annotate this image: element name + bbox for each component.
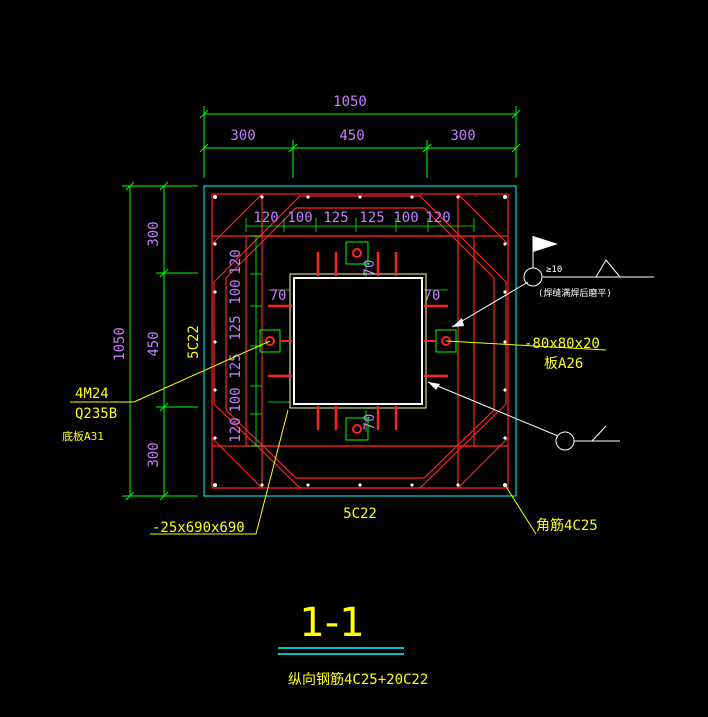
- left-dim-1: 300: [146, 221, 162, 246]
- stirrups: [211, 193, 509, 489]
- gap-dim-left: 70: [270, 288, 287, 304]
- weld-arrow-icon: [452, 318, 464, 327]
- bolt-note-label: 底板A31: [62, 429, 104, 443]
- inner-top-dim-5: 100: [393, 210, 418, 226]
- top-dim-1: 300: [230, 128, 255, 144]
- inner-left-dim-3: 125: [228, 315, 244, 340]
- inner-left-dim-4: 125: [228, 353, 244, 378]
- inner-top-dim-1: 120: [253, 210, 278, 226]
- inner-left-dim-5: 100: [228, 387, 244, 412]
- steel-box-section: [293, 277, 423, 405]
- top-total-dim: 1050: [333, 94, 367, 110]
- inner-top-dim-6: 120: [425, 210, 450, 226]
- gap-dim-right: 70: [424, 288, 441, 304]
- weld-size-label: ≥10: [546, 265, 562, 275]
- column-outline: [203, 185, 517, 497]
- plate-label: -25x690x690: [152, 520, 245, 536]
- leader-lines: [70, 340, 607, 535]
- weld-symbol-bottom: [427, 381, 620, 451]
- inner-dimension-lines: [245, 218, 475, 447]
- weld-symbol-top: [451, 236, 654, 328]
- inner-left-dim-1: 120: [228, 249, 244, 274]
- bottom-rebar-label: 5C22: [343, 506, 377, 522]
- left-dim-2: 450: [146, 331, 162, 356]
- weld-note-label: (焊缝满焊后磨平): [538, 287, 612, 299]
- rebar-bars: [213, 195, 507, 487]
- top-dim-3: 300: [450, 128, 475, 144]
- left-rebar-label: 5C22: [186, 325, 202, 359]
- weld-arrow-icon-2: [428, 382, 440, 390]
- top-dim-2: 450: [339, 128, 364, 144]
- top-dimension-chain: [199, 106, 521, 178]
- left-total-dim: 1050: [112, 327, 128, 361]
- inner-left-dim-2: 100: [228, 279, 244, 304]
- anchor-studs: [268, 252, 448, 430]
- section-subtitle: 纵向钢筋4C25+20C22: [288, 671, 428, 688]
- gap-dim-bottom: 70: [362, 414, 378, 431]
- left-dim-3: 300: [146, 442, 162, 467]
- left-dimension-chain: [122, 181, 198, 501]
- weld-flag-icon: [533, 236, 558, 252]
- anchor-bolts: [265, 248, 451, 434]
- stiffener-label: -80x80x20: [524, 336, 600, 352]
- bolt-label: 4M24: [75, 386, 109, 402]
- inner-top-dim-2: 100: [287, 210, 312, 226]
- inner-top-dim-4: 125: [359, 210, 384, 226]
- corner-rebar-label: 角筋4C25: [536, 517, 598, 534]
- inner-top-dim-3: 125: [323, 210, 348, 226]
- inner-left-dim-6: 120: [228, 417, 244, 442]
- bolt-steel-label: Q235B: [75, 406, 117, 422]
- stiffener-note-label: 板A26: [544, 356, 583, 372]
- section-title: 1-1: [299, 600, 364, 646]
